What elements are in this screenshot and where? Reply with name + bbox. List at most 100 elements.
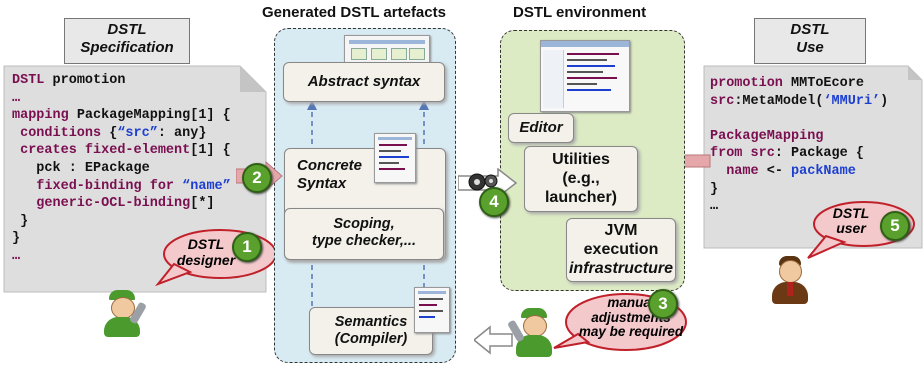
jvm-line3: infrastructure [568, 260, 674, 277]
scoping-box: Scoping, type checker,... [284, 208, 444, 260]
utilities-box: Utilities (e.g., launcher) [524, 146, 638, 212]
use-code-token: name [710, 163, 767, 179]
concrete-syntax-thumbnail [374, 133, 416, 183]
use-code-token: } [710, 181, 719, 197]
designer-label-line2: designer [176, 252, 236, 268]
use-code-token: packName [791, 163, 856, 179]
user-head [779, 260, 802, 283]
use-code-line: } [710, 181, 888, 199]
spec-code-token: conditions [12, 125, 110, 141]
scoping-line1: Scoping, [333, 216, 395, 232]
designer-label-line1: DSTL [187, 236, 225, 252]
step-5-badge: 5 [880, 211, 910, 241]
use-code-token: from [710, 146, 751, 162]
abstract-syntax-box: Abstract syntax [283, 62, 445, 102]
spec-code-token: } [12, 213, 29, 229]
scoping-line2: type checker,... [312, 233, 416, 249]
user-tie [787, 282, 793, 296]
spec-code-line: pck : EPackage [12, 160, 231, 178]
manual-line3: may be required [578, 324, 684, 339]
use-code-line: from src: Package { [710, 145, 888, 163]
use-code-token: src [710, 93, 735, 109]
jvm-box: JVM execution infrastructure [566, 218, 676, 282]
spec-code-token: [*] [190, 196, 215, 212]
use-code-line: src:MetaModel(‘MMUri’) [710, 93, 888, 111]
use-code-line [710, 110, 888, 128]
generated-artefacts-header: Generated DSTL artefacts [262, 4, 446, 21]
use-code-token: : Package { [774, 146, 864, 162]
adjuster-cap [521, 308, 547, 318]
step-1-badge: 1 [232, 232, 262, 262]
spec-code-token: … [12, 90, 21, 106]
editor-box: Editor [508, 113, 574, 143]
use-code-line: PackageMapping [710, 128, 888, 146]
user-person-icon [770, 256, 810, 304]
designer-person-icon [100, 290, 147, 338]
user-label: DSTL user [826, 206, 876, 236]
jvm-line1: JVM [604, 222, 638, 239]
spec-code-token: promotion [52, 73, 126, 88]
spec-code-block: DSTL promotion…mapping PackageMapping[1]… [12, 72, 231, 266]
semantics-line2: (Compiler) [334, 331, 408, 347]
designer-cap [109, 290, 135, 300]
designer-label: DSTL designer [176, 236, 236, 268]
spec-code-token: { [109, 125, 118, 141]
spec-code-line: } [12, 213, 231, 231]
spec-code-token: creates fixed-element [12, 143, 191, 159]
use-code-token: <- [766, 163, 792, 179]
spec-code-line: creates fixed-element[1] { [12, 142, 231, 160]
spec-code-line: generic-OCL-binding[*] [12, 195, 231, 213]
spec-code-line: … [12, 248, 231, 266]
concrete-line2: Syntax [297, 175, 347, 192]
spec-code-token: : any} [157, 125, 207, 141]
editor-thumbnail [540, 40, 630, 112]
editor-label: Editor [519, 119, 563, 136]
spec-code-token: mapping [12, 108, 77, 124]
use-code-line: name <- packName [710, 163, 888, 181]
user-label-line1: DSTL [832, 205, 870, 221]
spec-code-token: generic-OCL-binding [12, 196, 191, 212]
adjusting-designer-icon [507, 308, 556, 360]
adjuster-head [523, 315, 547, 337]
semantics-box: Semantics (Compiler) [309, 307, 433, 355]
semantics-thumbnail [414, 287, 450, 333]
use-code-line: promotion MMToEcore [710, 75, 888, 93]
user-label-line2: user [836, 220, 866, 236]
use-code-token: src [750, 146, 775, 162]
jvm-line2: execution [583, 241, 659, 258]
use-code-token: PackageMapping [710, 128, 824, 144]
spec-code-line: fixed-binding for “name” [12, 178, 231, 196]
use-tab-line1: DSTL [790, 21, 830, 38]
spec-tab-line2: Specification [80, 39, 174, 56]
spec-code-token: “name” [182, 178, 231, 194]
gear-icon [468, 173, 498, 191]
spec-code-line: … [12, 90, 231, 108]
use-tab-line2: Use [796, 39, 824, 56]
manual-line1: manual [607, 295, 655, 310]
use-code-token: :MetaModel( [734, 93, 824, 109]
spec-code-token: [1] { [190, 143, 231, 159]
spec-code-token: … [12, 248, 21, 264]
use-code-token: … [710, 199, 719, 215]
abstract-syntax-label: Abstract syntax [307, 73, 421, 90]
spec-code-token: pck : EPackage [12, 160, 150, 176]
spec-code-token: “src” [117, 125, 158, 141]
step-2-badge: 2 [242, 163, 272, 193]
adjuster-body [516, 335, 552, 357]
use-code-line: … [710, 198, 888, 216]
step-4-badge: 4 [479, 187, 509, 217]
spec-code-token: DSTL [12, 73, 53, 88]
environment-header: DSTL environment [513, 4, 647, 21]
spec-code-token: fixed-binding for [12, 178, 183, 194]
use-code-token: promotion [710, 76, 792, 91]
use-code-token: MMToEcore [791, 76, 864, 91]
use-code-token: ) [880, 93, 889, 109]
spec-code-token: PackageMapping[1] { [76, 108, 231, 124]
use-code-token: ‘MMUri’ [823, 93, 881, 109]
spec-code-line: DSTL promotion [12, 72, 231, 90]
step-3-arrow [474, 325, 513, 355]
use-code-token [710, 111, 718, 126]
utilities-line1: Utilities [552, 151, 610, 168]
utilities-line3: launcher) [544, 189, 617, 206]
